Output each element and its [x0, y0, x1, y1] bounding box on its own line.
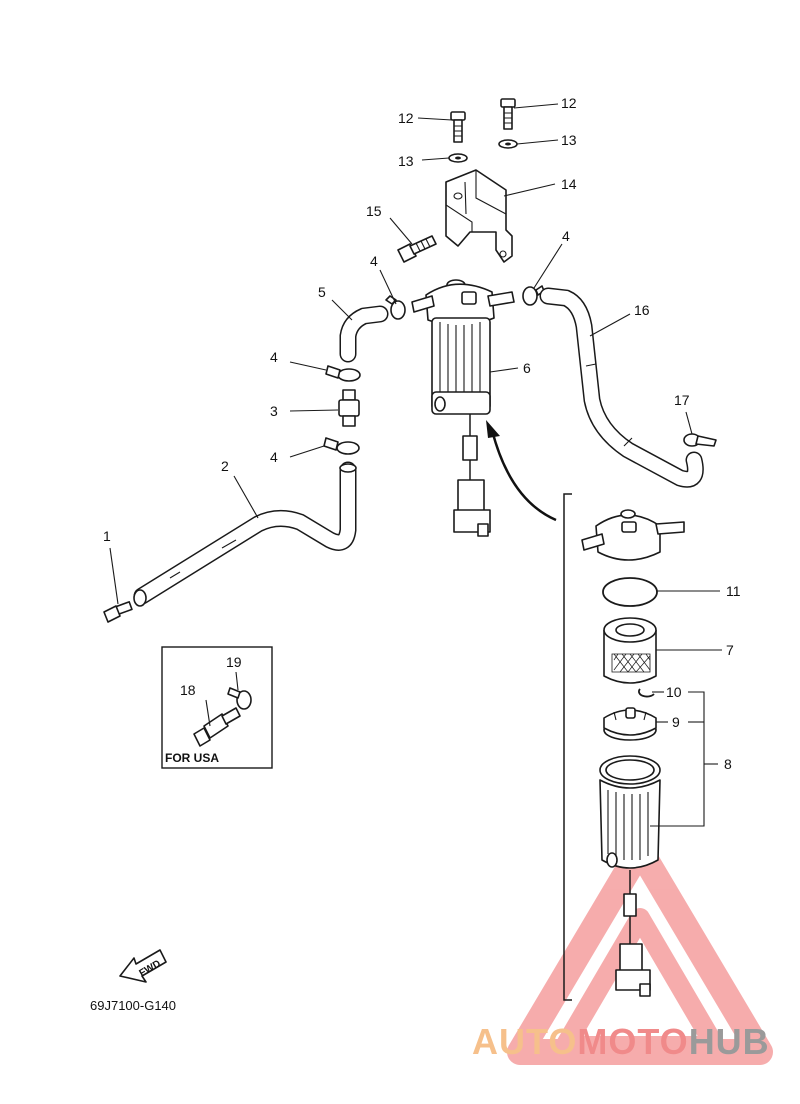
callout-17: 17 [674, 392, 690, 408]
clamp-17 [683, 433, 717, 447]
hose-16 [539, 287, 704, 488]
filter-cap [581, 509, 685, 561]
joint-3 [338, 389, 360, 427]
callout-13-right: 13 [561, 132, 577, 148]
callout-2: 2 [221, 458, 229, 474]
callout-3: 3 [270, 403, 278, 419]
callout-4-upper-left: 4 [370, 253, 378, 269]
o-ring-11 [602, 577, 658, 607]
diagram-code: 69J7100-G140 [90, 998, 176, 1013]
plug-1 [103, 601, 133, 623]
callout-5: 5 [318, 284, 326, 300]
watermark-logo [507, 837, 773, 1065]
callout-10: 10 [666, 684, 682, 700]
callout-4-lower: 4 [270, 449, 278, 465]
clamp-19 [227, 687, 252, 710]
callout-9: 9 [672, 714, 680, 730]
inset-label: FOR USA [165, 751, 219, 765]
cup-8 [599, 755, 661, 997]
callout-12-right: 12 [561, 95, 577, 111]
callout-14: 14 [561, 176, 577, 192]
watermark-part-moto: MOTO [577, 1021, 688, 1062]
callout-6: 6 [523, 360, 531, 376]
clamp-4-upper-left [385, 295, 406, 320]
callout-18: 18 [180, 682, 196, 698]
callout-8: 8 [724, 756, 732, 772]
bracket-14 [445, 169, 513, 263]
bolt-12-right [500, 98, 516, 130]
callout-16: 16 [634, 302, 650, 318]
washer-13-right [498, 139, 518, 149]
element-7 [603, 617, 657, 684]
snap-ring-10 [638, 688, 655, 698]
hose-5 [339, 305, 389, 363]
for-usa-inset: FOR USA [161, 646, 273, 769]
exploded-view-arrow [486, 420, 557, 522]
callout-13-left: 13 [398, 153, 414, 169]
fuel-filter-6 [411, 279, 515, 537]
callout-4-middle: 4 [270, 349, 278, 365]
callout-12-left: 12 [398, 110, 414, 126]
callout-1: 1 [103, 528, 111, 544]
float-9 [603, 707, 657, 741]
bolt-12-left [450, 111, 466, 143]
callout-19: 19 [226, 654, 242, 670]
watermark-text: AUTOMOTOHUB [472, 1021, 770, 1062]
exploded-view-bracket [563, 493, 572, 1001]
callout-4-upper-right: 4 [562, 228, 570, 244]
joint-18 [193, 707, 241, 747]
callout-11: 11 [726, 583, 741, 599]
clamp-4-lower [323, 437, 360, 455]
screw-15 [397, 235, 437, 263]
hose-2 [133, 461, 357, 607]
washer-13-left [448, 153, 468, 163]
leader-lines [109, 103, 722, 827]
watermark-part-hub: HUB [689, 1021, 770, 1062]
watermark-part-auto: AUTO [472, 1021, 577, 1062]
clamp-4-middle [325, 365, 361, 382]
callout-15: 15 [366, 203, 382, 219]
fwd-arrow: FWD [119, 949, 167, 983]
callout-7: 7 [726, 642, 734, 658]
